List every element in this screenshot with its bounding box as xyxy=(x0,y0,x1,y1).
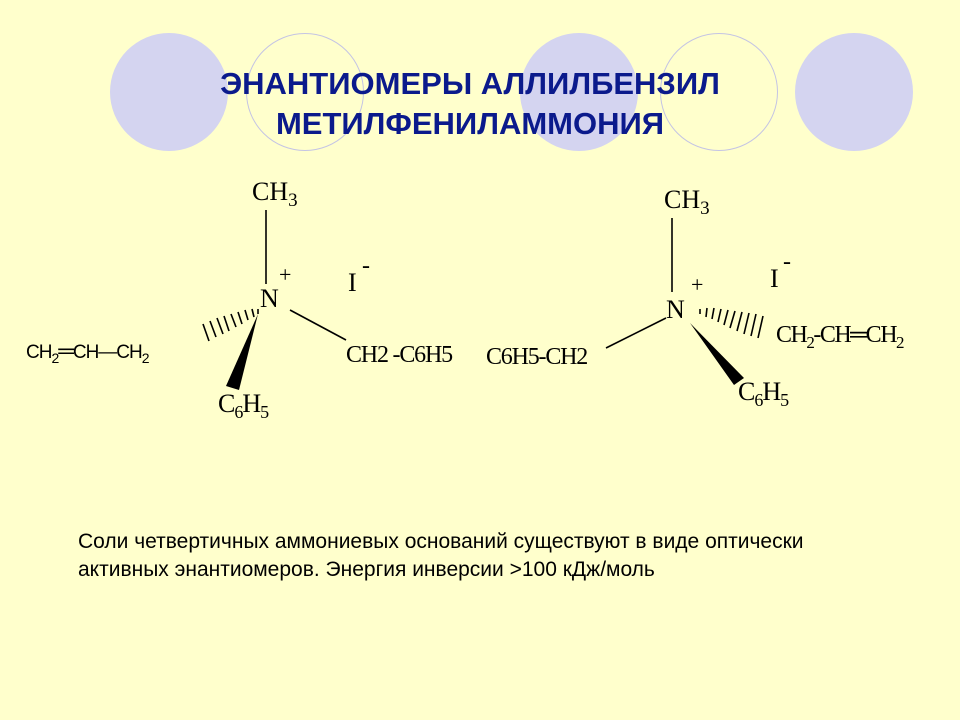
decor-circle-5 xyxy=(795,33,913,151)
decor-circle-4 xyxy=(660,33,778,151)
right-enantiomer: CH3 N + I - CH2-CH xyxy=(486,185,906,410)
decor-circle-2 xyxy=(246,33,364,151)
right-benzyl-label: C6H5-CH2 xyxy=(486,344,587,370)
right-allyl-label: CH2-CH═CH2 xyxy=(776,322,904,352)
right-positive-charge: + xyxy=(691,272,703,297)
left-positive-charge: + xyxy=(279,262,291,287)
slide-title-line-1: ЭНАНТИОМЕРЫ АЛЛИЛБЕНЗИЛ xyxy=(220,66,720,101)
slide-title-line-2: МЕТИЛФЕНИЛАММОНИЯ xyxy=(275,106,665,141)
decor-circle-3 xyxy=(520,33,638,151)
left-allyl-label: CH2═CH—CH2 xyxy=(26,338,150,366)
left-solid-wedge xyxy=(226,314,258,390)
caption-text: Соли четвертичных аммониевых оснований с… xyxy=(78,530,804,581)
left-methyl-label: CH3 xyxy=(252,177,298,211)
left-phenyl-label: C6H5 xyxy=(218,389,269,422)
left-hashed-wedge xyxy=(202,308,259,342)
left-benzyl-label: CH2 -C6H5 xyxy=(346,342,453,368)
right-iodide-charge: - xyxy=(783,249,791,275)
decor-circle-1 xyxy=(110,33,228,151)
left-iodide-charge: - xyxy=(362,253,370,279)
right-phenyl-label: C6H5 xyxy=(738,377,789,410)
right-n-benzyl-bond xyxy=(605,317,667,349)
left-iodide-label: I xyxy=(348,268,357,297)
left-enantiomer: CH3 N + I - CH2═CH—CH2 xyxy=(26,177,454,422)
right-methyl-label: CH3 xyxy=(664,185,710,219)
right-hashed-wedge xyxy=(699,307,764,339)
right-nitrogen-label: N xyxy=(666,295,685,324)
right-iodide-label: I xyxy=(770,264,779,293)
right-solid-wedge xyxy=(690,323,744,385)
left-nitrogen-label: N xyxy=(260,284,279,313)
left-n-benzyl-bond xyxy=(289,309,347,341)
